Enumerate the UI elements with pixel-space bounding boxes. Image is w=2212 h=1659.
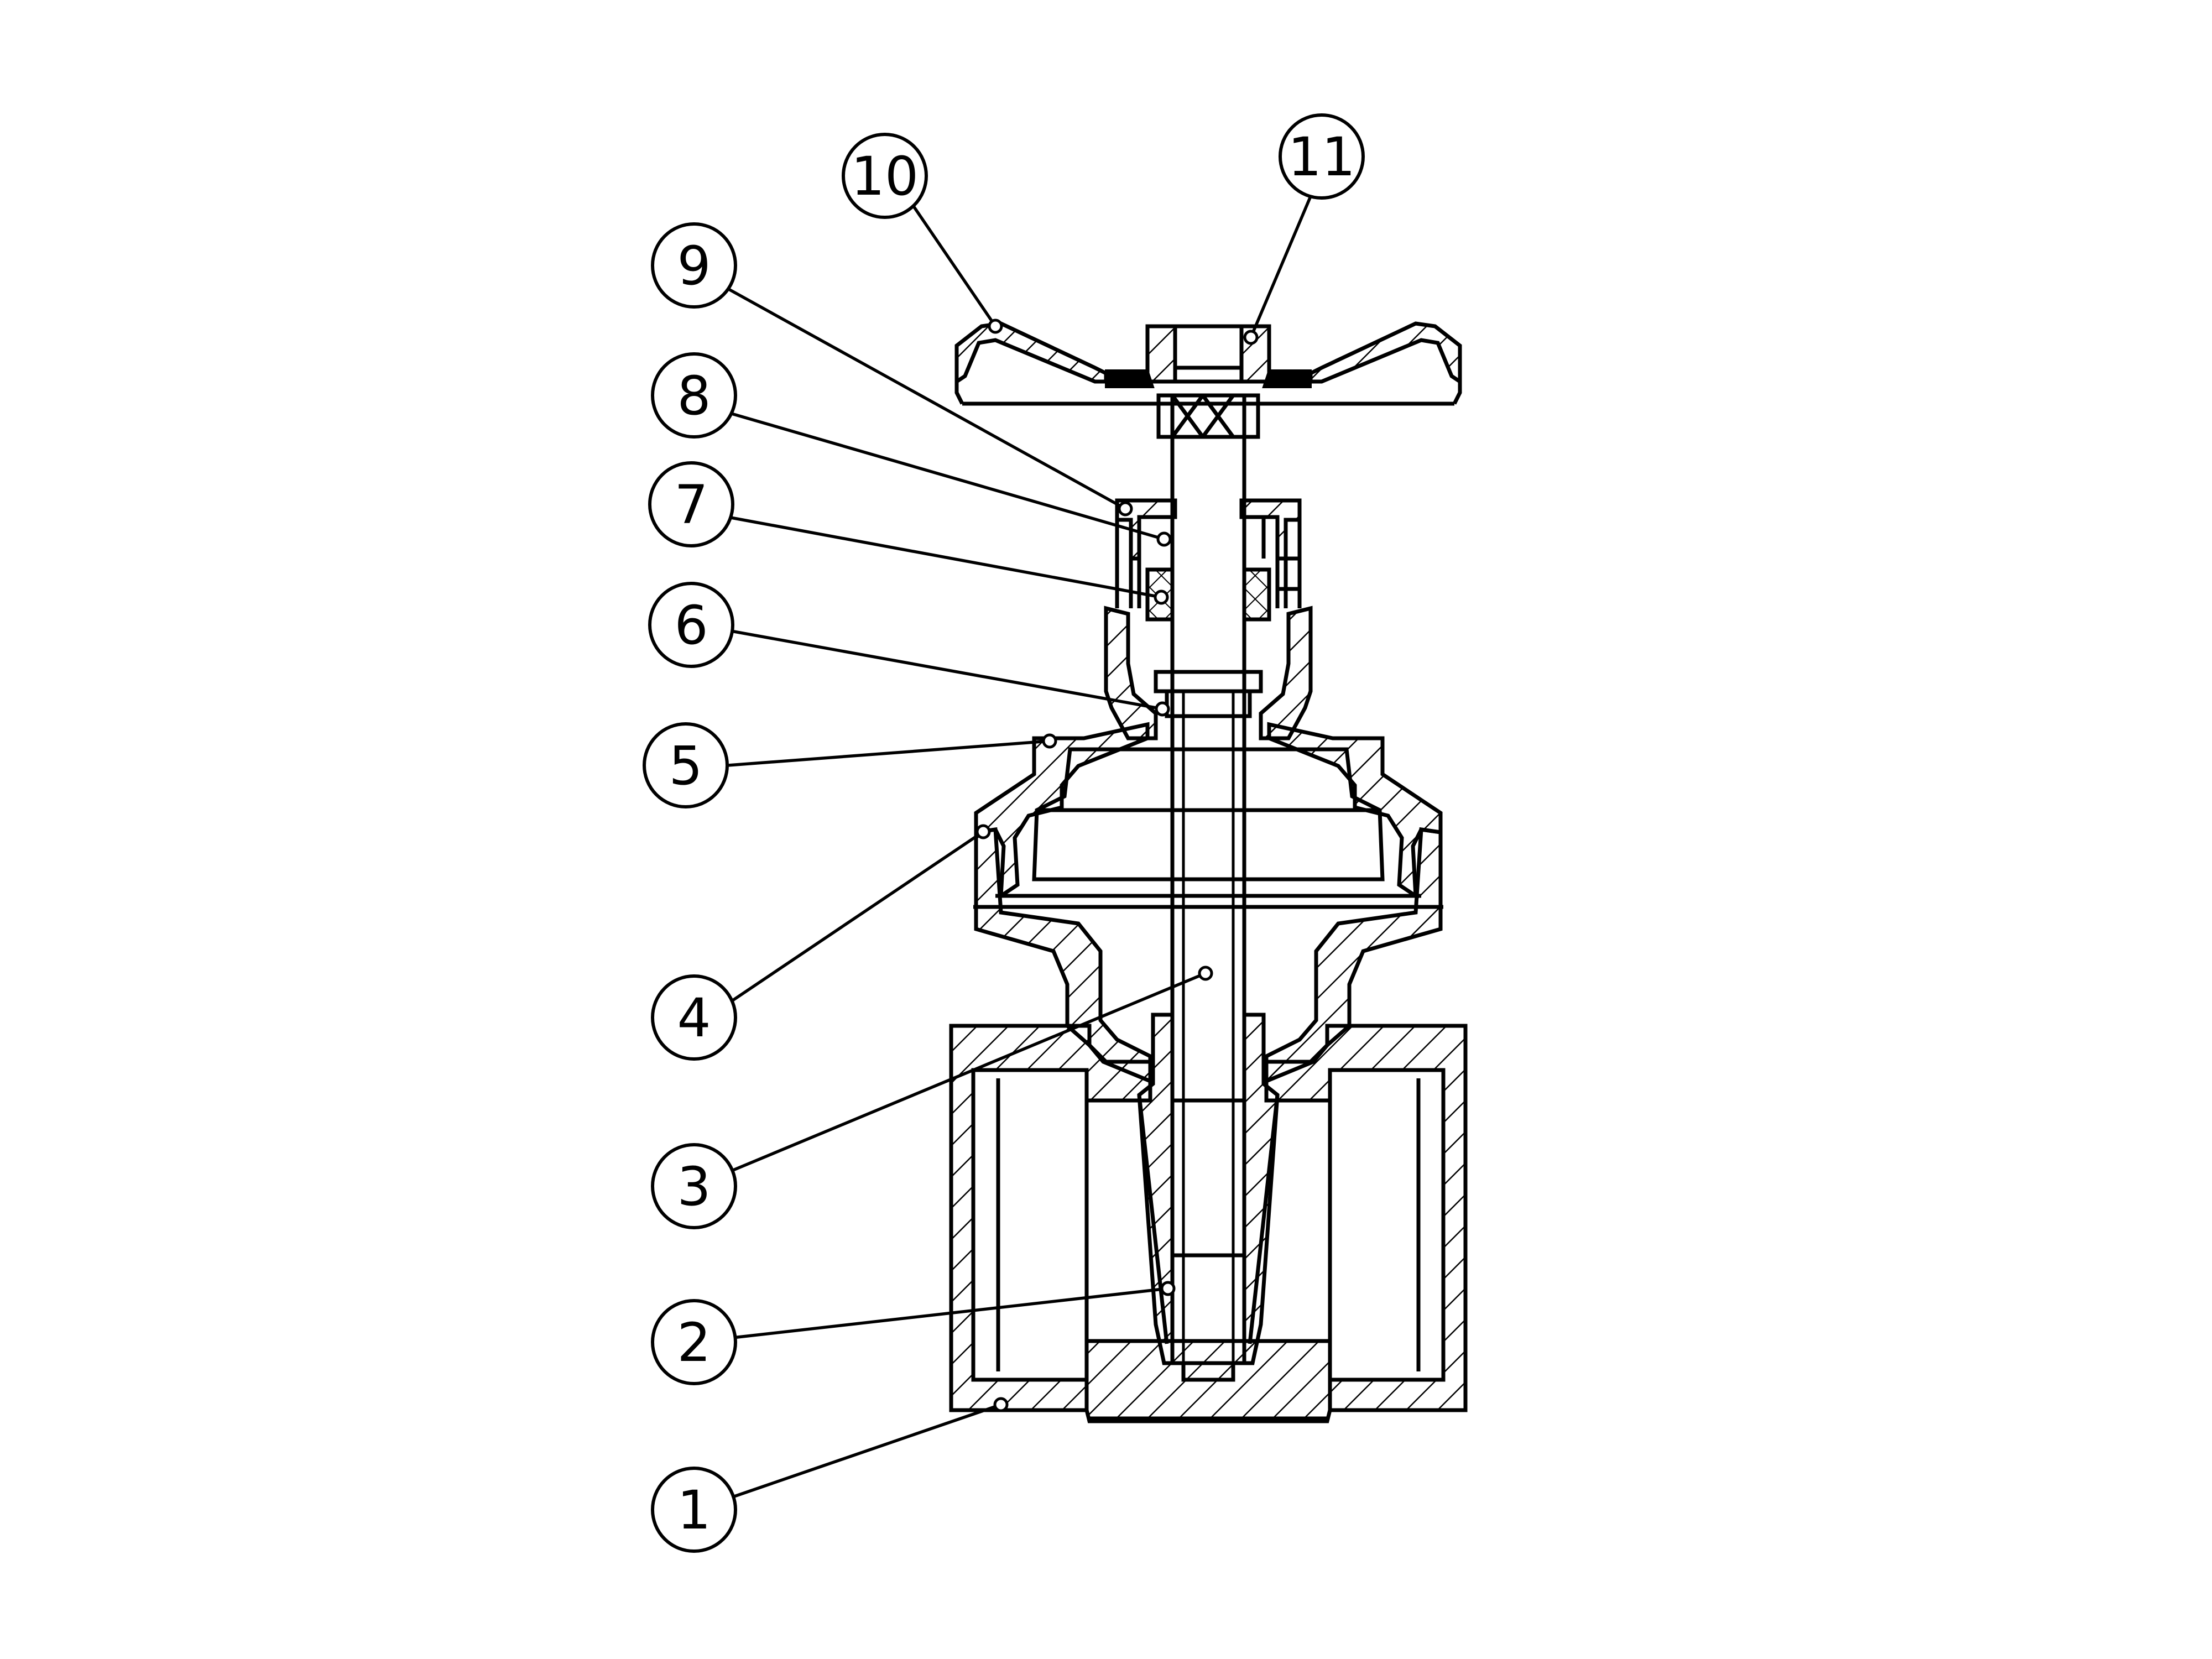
stem-collar-lower bbox=[1165, 689, 1252, 718]
bonnet-neck-left bbox=[974, 827, 1152, 1084]
svg-text:1: 1 bbox=[677, 1479, 711, 1541]
leader-3 bbox=[727, 972, 1207, 1174]
leader-10 bbox=[911, 204, 997, 327]
callout-balloons: 1 2 3 4 5 6 7 8 bbox=[643, 113, 1365, 1553]
wedge-right bbox=[1242, 1013, 1280, 1365]
leader-8 bbox=[727, 411, 1165, 541]
leader-dot-11 bbox=[1243, 330, 1259, 345]
svg-text:10: 10 bbox=[851, 145, 919, 207]
leader-dot-2 bbox=[1160, 1281, 1176, 1296]
leader-dot-5 bbox=[1042, 733, 1057, 749]
callout-1: 1 bbox=[651, 1467, 737, 1553]
svg-text:7: 7 bbox=[674, 474, 708, 536]
leader-dot-7 bbox=[1154, 589, 1169, 605]
handwheel bbox=[954, 321, 1462, 439]
svg-text:11: 11 bbox=[1288, 126, 1355, 188]
svg-text:2: 2 bbox=[677, 1312, 711, 1374]
callout-7: 7 bbox=[648, 461, 734, 547]
callout-8: 8 bbox=[651, 352, 737, 439]
bonnet-cavity bbox=[1032, 747, 1385, 881]
stem-inner bbox=[1182, 691, 1235, 1363]
body-bore-left bbox=[971, 1070, 1089, 1380]
leader-dot-3 bbox=[1198, 966, 1213, 981]
wedge-taper bbox=[1137, 1094, 1280, 1344]
body-bonnet-seat bbox=[973, 894, 1443, 909]
svg-text:9: 9 bbox=[677, 235, 711, 297]
leader-dot-1 bbox=[993, 1397, 1009, 1412]
gland-neck-right bbox=[1259, 606, 1313, 740]
leader-lines bbox=[727, 195, 1312, 1500]
callout-9: 9 bbox=[651, 222, 737, 309]
leader-6 bbox=[727, 629, 1163, 711]
gland-neck-left bbox=[1104, 606, 1158, 740]
leader-dot-10 bbox=[988, 319, 1003, 334]
handwheel-spoke-right bbox=[1308, 321, 1462, 385]
handwheel-nut-left bbox=[1145, 324, 1177, 384]
callout-6: 6 bbox=[648, 582, 734, 668]
callout-10: 10 bbox=[842, 133, 928, 219]
leader-7 bbox=[727, 515, 1162, 599]
svg-text:8: 8 bbox=[677, 365, 711, 427]
wedge-left bbox=[1137, 1013, 1175, 1365]
leader-dots bbox=[975, 319, 1259, 1412]
packing-nut-right bbox=[1239, 498, 1302, 561]
svg-text:5: 5 bbox=[669, 735, 702, 797]
svg-text:4: 4 bbox=[677, 987, 711, 1049]
bonnet-left bbox=[974, 722, 1150, 900]
svg-text:3: 3 bbox=[677, 1156, 711, 1218]
callout-2: 2 bbox=[651, 1299, 737, 1385]
washer-left bbox=[1105, 369, 1155, 388]
callout-11: 11 bbox=[1279, 113, 1365, 200]
packing-right bbox=[1242, 567, 1271, 622]
callout-3: 3 bbox=[651, 1143, 737, 1229]
wedge bbox=[1137, 1013, 1280, 1365]
stem bbox=[1170, 437, 1246, 1382]
leader-dot-4 bbox=[975, 824, 991, 839]
body-bore-right bbox=[1328, 1070, 1446, 1380]
leader-dot-8 bbox=[1156, 531, 1172, 547]
packing-nut-outline bbox=[1115, 500, 1302, 608]
leader-dot-9 bbox=[1118, 501, 1133, 517]
leader-9 bbox=[727, 287, 1126, 510]
handwheel-nut-bore bbox=[1175, 324, 1241, 384]
leader-2 bbox=[727, 1287, 1168, 1340]
washer-right bbox=[1262, 369, 1312, 388]
svg-text:6: 6 bbox=[674, 594, 708, 656]
packing-gland bbox=[1104, 498, 1313, 740]
bonnet-right bbox=[1267, 722, 1443, 900]
callout-5: 5 bbox=[643, 722, 729, 808]
leader-11 bbox=[1249, 195, 1312, 338]
square-drive-cross bbox=[1170, 394, 1246, 439]
handwheel-spoke-left bbox=[954, 321, 1108, 385]
leader-dot-6 bbox=[1155, 701, 1170, 717]
bonnet bbox=[974, 722, 1443, 1084]
callout-4: 4 bbox=[651, 974, 737, 1061]
leader-4 bbox=[727, 830, 984, 1005]
square-drive bbox=[1156, 393, 1260, 439]
leader-5 bbox=[727, 739, 1050, 767]
stem-end bbox=[1181, 1361, 1235, 1382]
leader-1 bbox=[727, 1403, 1001, 1500]
bonnet-neck-right bbox=[1264, 827, 1443, 1084]
packing-nut-flange bbox=[1275, 556, 1300, 591]
